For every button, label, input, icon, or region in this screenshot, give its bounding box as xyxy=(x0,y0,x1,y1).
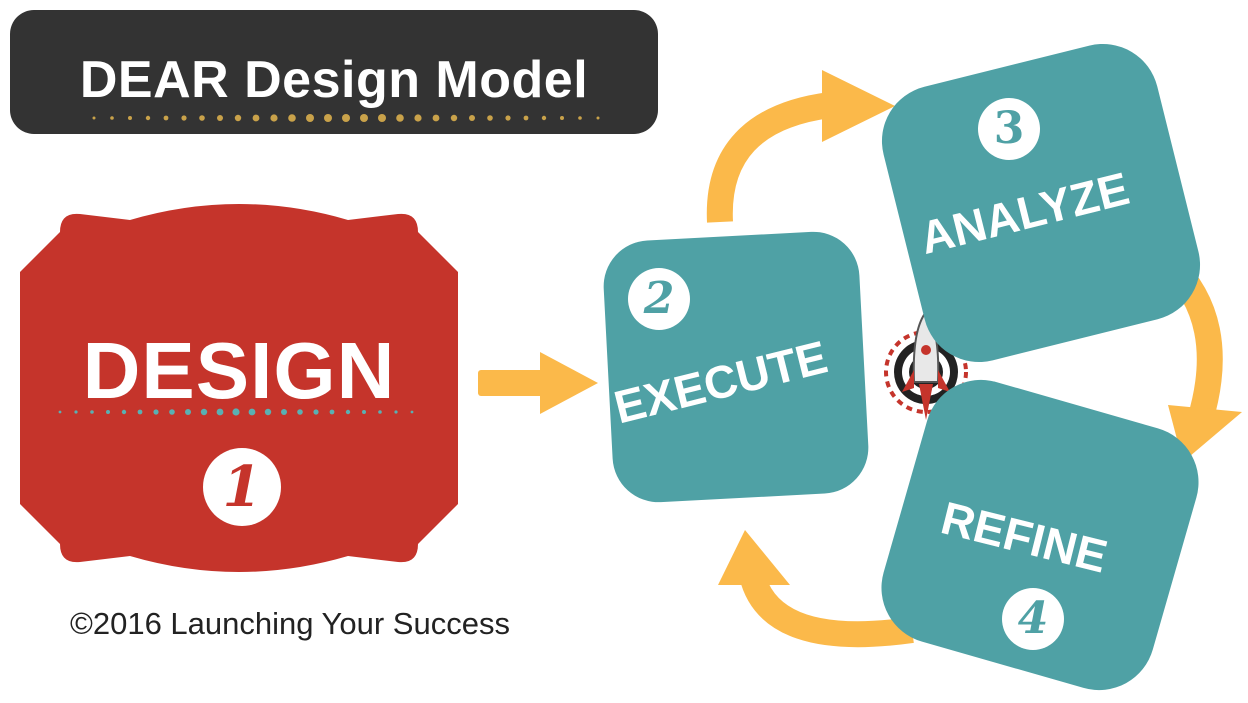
page-title: DEAR Design Model xyxy=(79,51,589,109)
title-banner: DEAR Design Model xyxy=(10,10,658,134)
arrow-execute-to-analyze-head xyxy=(822,70,895,142)
step-1-number: 1 xyxy=(203,448,281,526)
step-3-number: 3 xyxy=(978,98,1040,160)
step-1-label: DESIGN xyxy=(82,326,396,415)
title-dot-divider xyxy=(92,114,600,122)
arrow-execute-to-analyze xyxy=(706,92,832,223)
arrow-refine-to-execute-head xyxy=(718,530,790,585)
copyright-text: ©2016 Launching Your Success xyxy=(70,606,510,641)
step-4-number: 4 xyxy=(1002,588,1064,650)
arrow-design-to-execute xyxy=(478,352,598,414)
design-badge xyxy=(20,204,458,572)
step-2-number: 2 xyxy=(628,268,690,330)
